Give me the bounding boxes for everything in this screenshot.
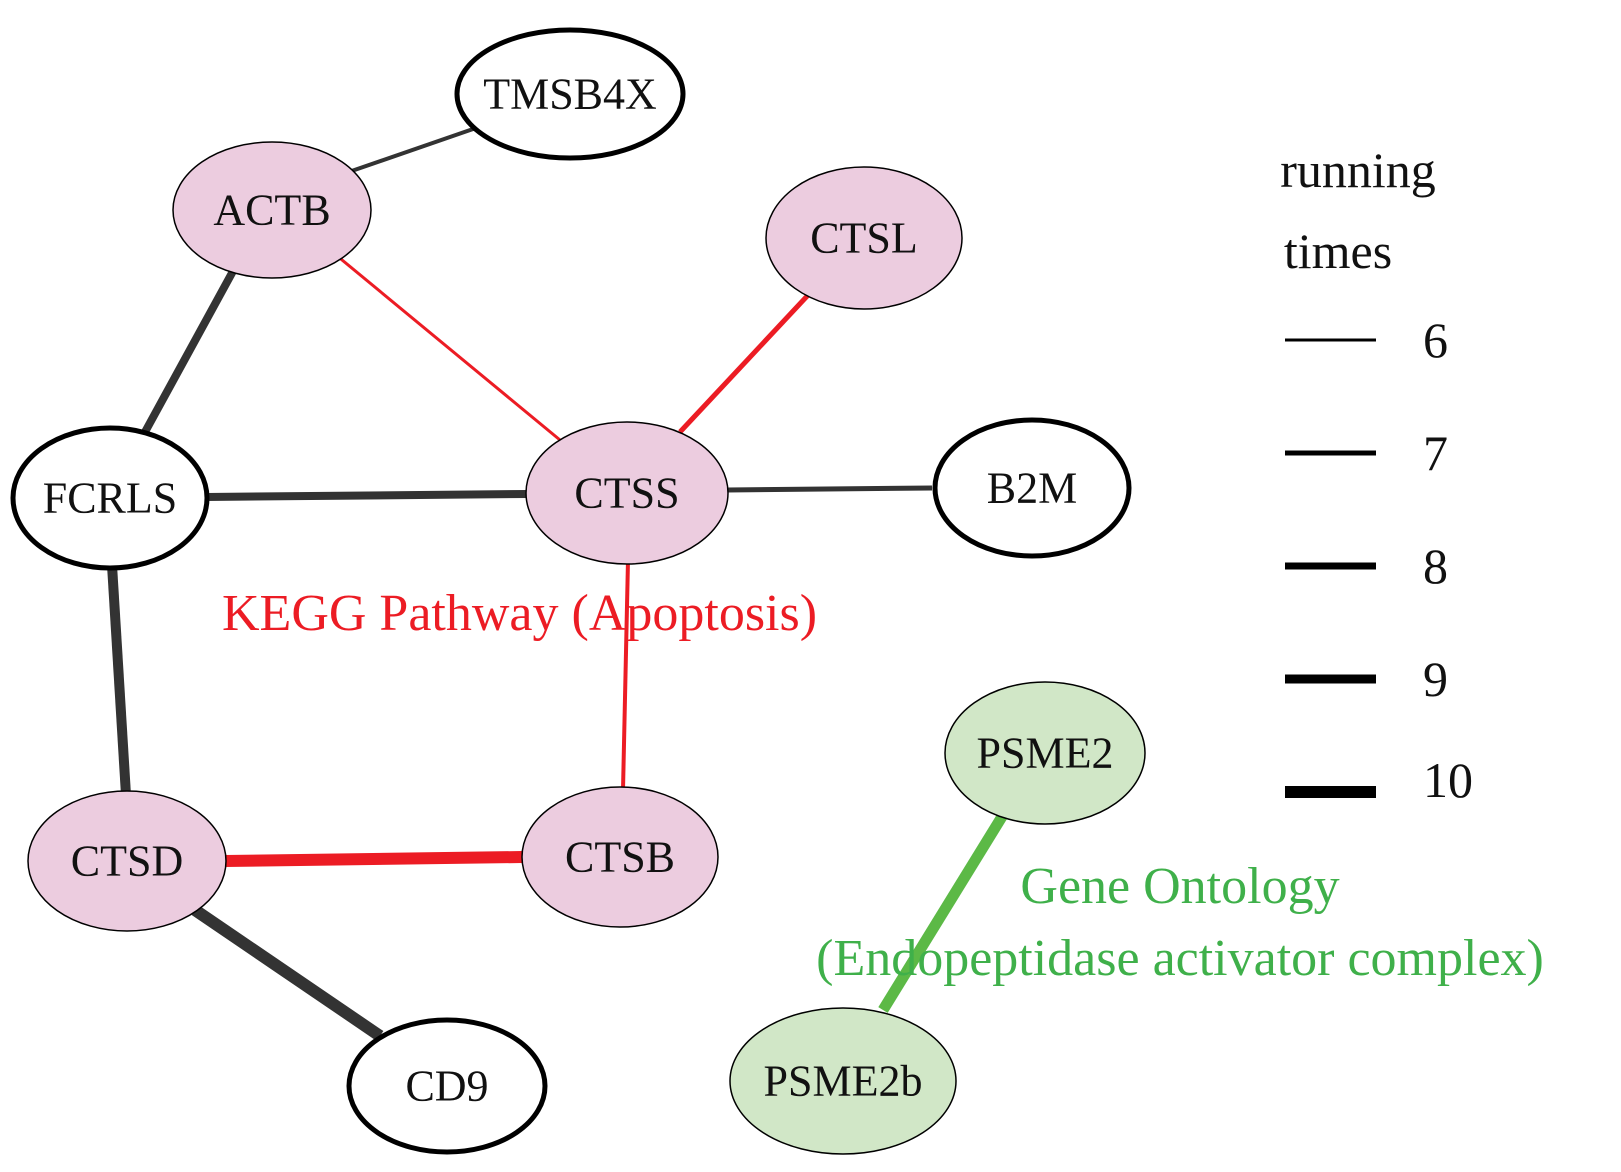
node-ctss[interactable]: CTSS: [525, 421, 729, 565]
legend-label-8: 8: [1423, 538, 1448, 594]
edge-ctss-b2m: [726, 485, 933, 493]
node-fcrls[interactable]: FCRLS: [10, 425, 210, 571]
node-tmsb4x[interactable]: TMSB4X: [454, 27, 686, 161]
node-psme2b-label: PSME2b: [764, 1057, 923, 1106]
annotations: KEGG Pathway (Apoptosis) Gene Ontology (…: [222, 585, 1544, 987]
legend-title-line1: running: [1280, 142, 1436, 198]
edges: [107, 126, 1008, 1041]
kegg-pathway-annotation: KEGG Pathway (Apoptosis): [222, 585, 817, 642]
legend-label-10: 10: [1423, 752, 1473, 808]
edge-fcrls-ctsd: [107, 564, 131, 796]
go-annotation-line1: Gene Ontology: [1020, 858, 1339, 915]
legend-label-7: 7: [1423, 425, 1448, 481]
legend-label-9: 9: [1423, 651, 1448, 707]
edge-ctsd-cd9: [191, 905, 384, 1041]
edge-actb-fcrls: [141, 260, 242, 434]
edge-fcrls-ctss: [205, 490, 529, 501]
node-ctsl-label: CTSL: [810, 214, 918, 263]
node-ctss-label: CTSS: [574, 469, 679, 518]
edge-psme2-psme2b: [878, 812, 1008, 1013]
node-tmsb4x-label: TMSB4X: [483, 70, 657, 119]
node-psme2[interactable]: PSME2: [944, 681, 1146, 825]
legend: running times 6 7 8 9 10: [1280, 142, 1473, 808]
node-b2m[interactable]: B2M: [932, 417, 1132, 559]
edge-ctsl-ctss: [678, 291, 812, 434]
node-b2m-label: B2M: [987, 464, 1077, 513]
edge-actb-tmsb4x: [339, 126, 477, 177]
legend-label-6: 6: [1423, 312, 1448, 368]
node-ctsl[interactable]: CTSL: [765, 166, 963, 310]
node-actb[interactable]: ACTB: [172, 141, 372, 279]
go-annotation-line2: (Endopeptidase activator complex): [816, 930, 1544, 987]
node-fcrls-label: FCRLS: [43, 474, 178, 523]
node-psme2-label: PSME2: [977, 729, 1114, 778]
edge-actb-ctss: [335, 253, 561, 442]
node-psme2b[interactable]: PSME2b: [729, 1007, 957, 1155]
node-ctsd[interactable]: CTSD: [27, 790, 227, 932]
legend-title-line2: times: [1284, 223, 1392, 279]
edge-ctsd-ctsb: [224, 851, 523, 867]
node-ctsb-label: CTSB: [565, 833, 675, 882]
edge-ctss-ctsb: [621, 559, 630, 791]
node-actb-label: ACTB: [213, 186, 330, 235]
node-ctsb[interactable]: CTSB: [521, 786, 719, 928]
nodes: TMSB4X ACTB CTSL FCRLS CTSS B2M CTSD CT: [10, 27, 1146, 1155]
node-ctsd-label: CTSD: [71, 837, 183, 886]
node-cd9-label: CD9: [405, 1062, 488, 1111]
node-cd9[interactable]: CD9: [346, 1017, 548, 1155]
